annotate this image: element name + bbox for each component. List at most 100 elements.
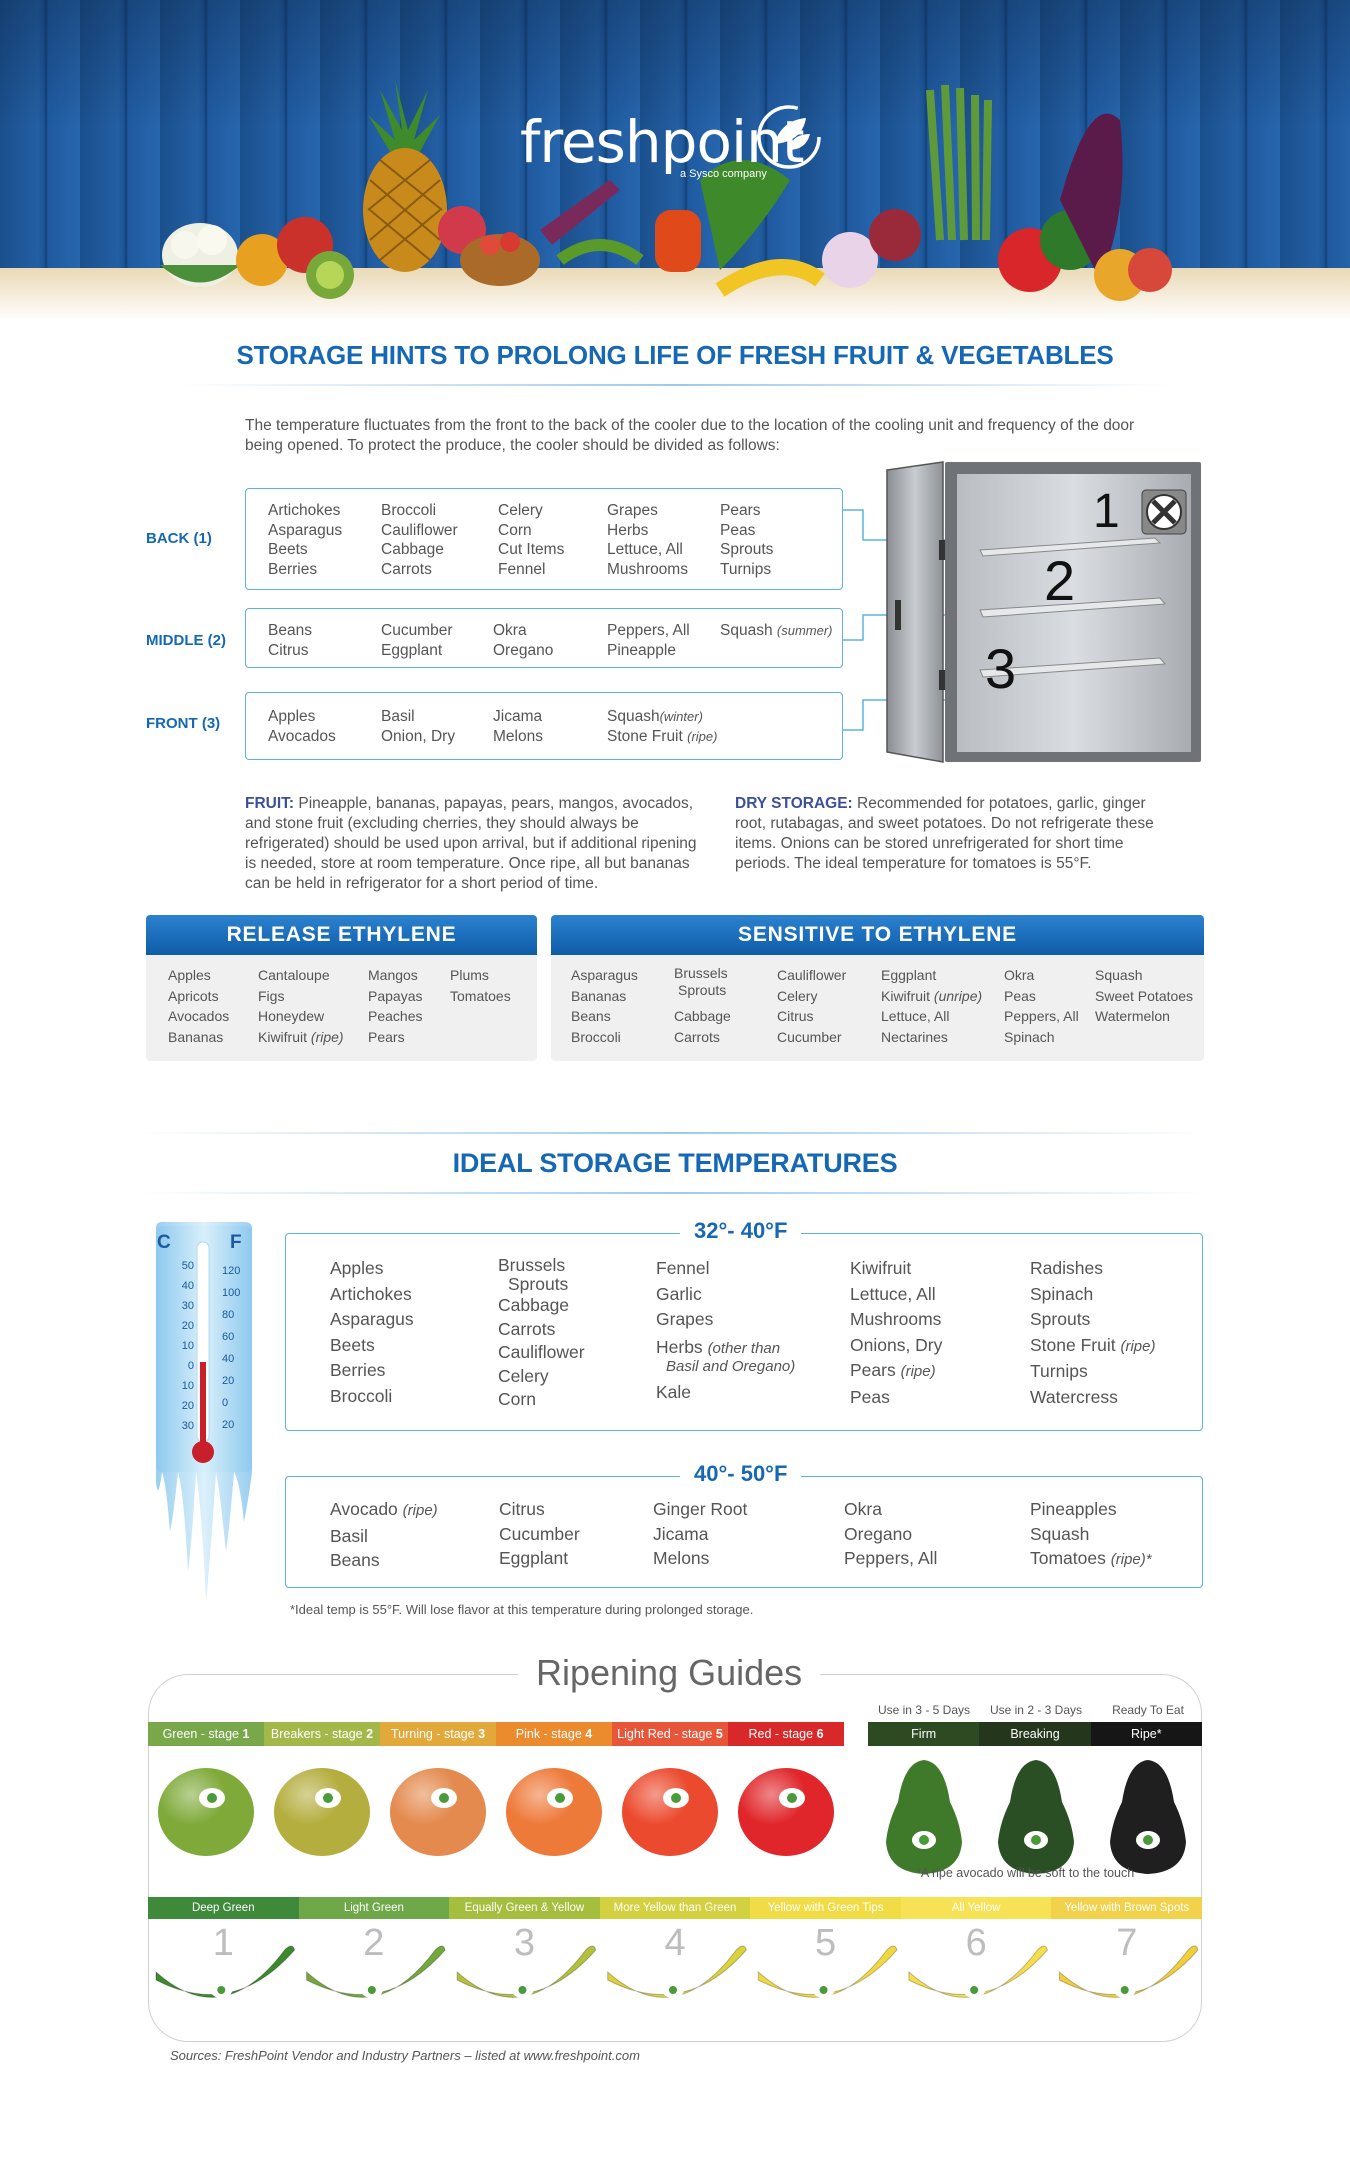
list-item: Brussels [498, 1255, 566, 1275]
squash-note: (winter) [659, 709, 703, 724]
list-item: Jicama [653, 1523, 709, 1544]
avocado-note: *A ripe avocado will be soft to the touc… [916, 1866, 1135, 1880]
avocado-usage-2: Use in 2 - 3 Days [989, 1703, 1083, 1717]
tomato-stage-5: Light Red - stage 5 [612, 1722, 728, 1746]
basket-icon [460, 234, 540, 286]
list-item: Cauliflower [777, 967, 847, 983]
list-item: Sprouts [678, 982, 727, 998]
stage-name: Red - stage [748, 1727, 814, 1741]
list-item: Fennel [498, 560, 546, 578]
squash-note: (summer) [776, 623, 833, 638]
squash-icon [715, 259, 825, 297]
sensitive-col-3: Cauliflower Celery Citrus Cucumber [777, 965, 846, 1047]
list-item: Cauliflower [381, 521, 458, 539]
list-item: Okra [1004, 967, 1035, 983]
list-item: Bananas [168, 1028, 224, 1045]
release-col-2: Cantaloupe Figs Honeydew Kiwifruit (ripe… [258, 965, 344, 1047]
avocado-icon [886, 1760, 962, 1874]
list-item: Apples [330, 1258, 384, 1278]
list-item: Broccoli [571, 1028, 621, 1045]
fahrenheit-scale: 120 100 80 60 40 20 0 20 [222, 1260, 240, 1436]
avocado-stage-firm: Firm [868, 1722, 980, 1746]
zone-label-front: FRONT (3) [146, 715, 221, 732]
stage-number: 3 [478, 1727, 486, 1741]
list-item: Pineapples [1030, 1499, 1117, 1519]
list-item: Avocados [268, 727, 336, 745]
walk-in-cooler-illustration [886, 461, 1201, 763]
sensitive-col-1: Asparagus Bananas Beans Broccoli [571, 965, 638, 1047]
list-item: Lettuce, All [607, 541, 683, 558]
orange-icon [236, 234, 288, 286]
list-item: Stone Fruit (ripe) [607, 727, 717, 747]
title-divider [180, 384, 1170, 386]
tomato-icon [274, 1768, 370, 1856]
dry-note-text: Recommended for potatoes, garlic, ginger… [735, 795, 1154, 872]
list-item: Brussels [674, 965, 728, 981]
banana-icon [607, 1945, 747, 1998]
list-item: Sprouts [508, 1274, 569, 1294]
banana-stage-number: 4 [664, 1922, 686, 1964]
stone-fruit-label: Stone Fruit [607, 727, 683, 745]
stage-name: Breakers - stage [270, 1727, 363, 1741]
stage-name: Turning - stage [390, 1727, 475, 1741]
zone-back-col-4: Grapes Herbs Lettuce, All Mushrooms [607, 501, 688, 579]
stage-number: 2 [366, 1727, 374, 1741]
sensitive-ethylene-title: SENSITIVE TO ETHYLENE [551, 915, 1204, 955]
list-item: Kiwifruit (unripe) [881, 986, 982, 1007]
sensitive-col-6: Squash Sweet Potatoes Watermelon [1095, 965, 1193, 1027]
list-item: Asparagus [268, 521, 343, 539]
cooler-number-3: 3 [985, 637, 1017, 700]
list-item: Honeydew [258, 1008, 325, 1024]
sensitive-ethylene-body: Asparagus Bananas Beans Broccoli Brussel… [551, 955, 1204, 1061]
tomato-icon [622, 1768, 718, 1856]
temps-divider-bottom [140, 1192, 1210, 1194]
fruit-note-label: FRUIT: [245, 795, 295, 812]
banana-stage-2: Light Green [298, 1897, 450, 1919]
tomato-icon [738, 1768, 834, 1856]
produce-illustration [160, 80, 1172, 301]
temps-title: IDEAL STORAGE TEMPERATURES [452, 1148, 898, 1178]
temps-divider-top [140, 1132, 1210, 1134]
list-item: Melons [493, 727, 543, 745]
list-item: Beans [268, 622, 312, 639]
tick-label: 60 [222, 1331, 235, 1343]
stage-name: Green - stage [162, 1727, 239, 1741]
zone-middle-col-3: Okra Oregano [493, 621, 553, 660]
cold-col-5: Radishes Spinach Sprouts Stone Fruit (ri… [1030, 1256, 1156, 1410]
banana-stage-number: 7 [1116, 1922, 1138, 1964]
cold-col-4: Kiwifruit Lettuce, All Mushrooms Onions,… [850, 1256, 942, 1410]
tick-label: 120 [222, 1265, 241, 1277]
list-item: Oregano [493, 641, 554, 659]
banana-stage-7: Yellow with Brown Spots [1051, 1897, 1203, 1919]
tomato-stage-6: Red - stage 6 [728, 1722, 844, 1746]
avocado-usage-1: Use in 3 - 5 Days [877, 1703, 971, 1717]
dry-note-label: DRY STORAGE: [735, 795, 853, 812]
green-beans-icon [556, 239, 644, 265]
list-item: Cucumber [777, 1028, 842, 1045]
cool-col-5: Pineapples Squash Tomatoes (ripe)* [1030, 1497, 1152, 1573]
zone-box-front: Apples Avocados Basil Onion, Dry Jicama … [245, 692, 843, 760]
release-col-4: Plums Tomatoes [450, 965, 511, 1006]
list-item: Squash (summer) [720, 621, 833, 641]
banana-stage-1: Deep Green [148, 1897, 299, 1919]
kiwifruit-label: Kiwifruit [258, 1028, 308, 1045]
list-item: Celery [498, 1365, 549, 1386]
avocado-stage-breaking: Breaking [979, 1722, 1091, 1746]
sensitive-col-2: Brussels Sprouts Cabbage Carrots [674, 965, 731, 1046]
brand-logo[interactable]: freshpoint [520, 108, 805, 176]
zone-front-col-1: Apples Avocados [268, 707, 336, 746]
list-item: Citrus [499, 1499, 545, 1519]
temp-range-40-50-title: 40°- 50°F [680, 1461, 802, 1487]
sensitive-col-4: Eggplant Kiwifruit (unripe) Lettuce, All… [881, 965, 982, 1047]
banana-icon [908, 1945, 1048, 1998]
stage-number: 5 [715, 1727, 723, 1741]
herbs-label: Herbs [656, 1336, 703, 1357]
list-item: Cauliflower [498, 1342, 585, 1362]
list-item: Carrots [498, 1318, 556, 1339]
list-item: Grapes [656, 1309, 714, 1329]
temperature-footnote: *Ideal temp is 55°F. Will lose flavor at… [290, 1602, 754, 1617]
tomatoes-label: Tomatoes [1030, 1548, 1106, 1568]
tick-label: 30 [181, 1300, 194, 1312]
